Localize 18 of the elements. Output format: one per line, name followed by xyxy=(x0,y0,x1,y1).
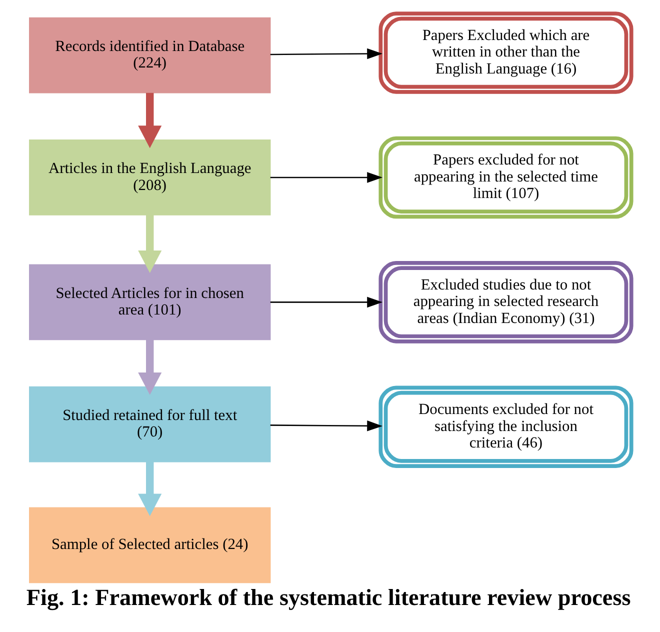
node-box: Excluded studies due to not appearing in selected research areas (Indian Economy) (31) xyxy=(378,261,633,344)
arrow xyxy=(270,172,382,183)
node-box: Records identified in Database (224) xyxy=(28,17,270,94)
node-box: Papers Excluded which are written in other than the English Language (16) xyxy=(378,12,633,94)
arrow xyxy=(270,48,382,60)
node-box: Studied retained for full text (70) xyxy=(28,386,270,462)
arrow xyxy=(270,296,382,308)
node-box: Selected Articles for in chosen area (101) xyxy=(28,264,270,340)
arrow xyxy=(138,462,162,516)
node-box: Articles in the English Language (208) xyxy=(28,140,270,216)
caption: Fig. 1: Framework of the systematic literature review process xyxy=(26,584,630,611)
arrow xyxy=(138,340,162,395)
node-box: Sample of Selected articles (24) xyxy=(28,507,270,584)
arrow xyxy=(270,420,382,432)
arrow xyxy=(138,214,162,273)
arrow xyxy=(138,92,162,148)
node-box: Documents excluded for not satisfying the inclusion criteria (46) xyxy=(378,386,633,468)
node-box: Papers excluded for not appearing in the selected time limit (107) xyxy=(378,136,633,219)
